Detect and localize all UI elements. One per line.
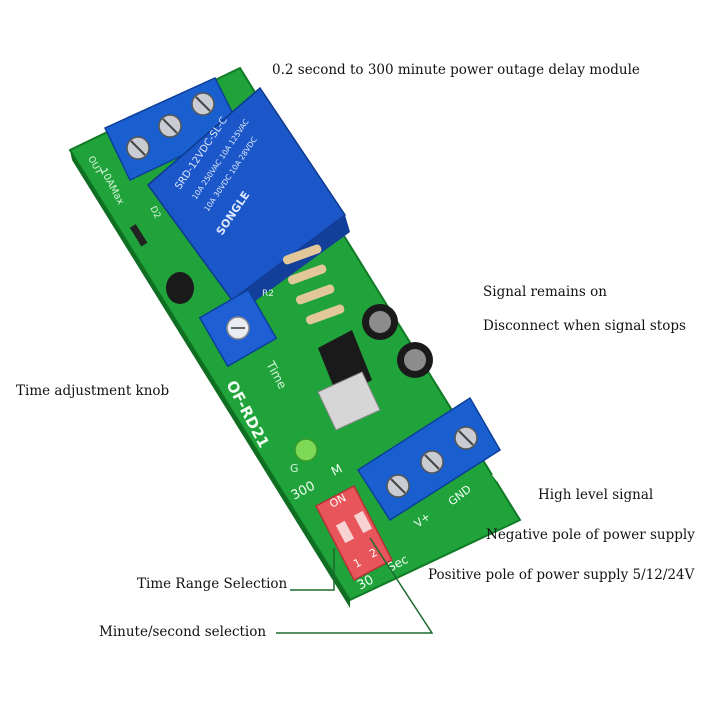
- potentiometer-knob: [198, 288, 278, 368]
- caption-positive-pole: Positive pole of power supply 5/12/24V: [428, 567, 695, 583]
- caption-negative-pole: Negative pole of power supply: [486, 527, 695, 543]
- capacitors: [362, 304, 433, 378]
- caption-knob: Time adjustment knob: [16, 383, 170, 399]
- transistor: [166, 272, 194, 304]
- input-terminal: [356, 396, 502, 522]
- leader-lines: [276, 537, 434, 634]
- caption-high-level: High level signal: [538, 487, 654, 503]
- module-title: 0.2 second to 300 minute power outage de…: [272, 62, 640, 78]
- range-30-label: 30: [355, 573, 377, 594]
- caption-min-sec-selection: Minute/second selection: [99, 624, 267, 640]
- led: [294, 438, 318, 462]
- caption-signal-on: Signal remains on: [483, 284, 607, 300]
- caption-signal-off: Disconnect when signal stops: [483, 318, 686, 334]
- regulator: [317, 330, 381, 431]
- g-label: G: [290, 462, 299, 475]
- dip-switch: ON 1 2: [314, 484, 394, 582]
- r2-label: R2: [262, 289, 274, 299]
- resistors: R2: [262, 244, 345, 325]
- caption-range-selection: Time Range Selection: [137, 576, 288, 592]
- diode: [129, 224, 148, 247]
